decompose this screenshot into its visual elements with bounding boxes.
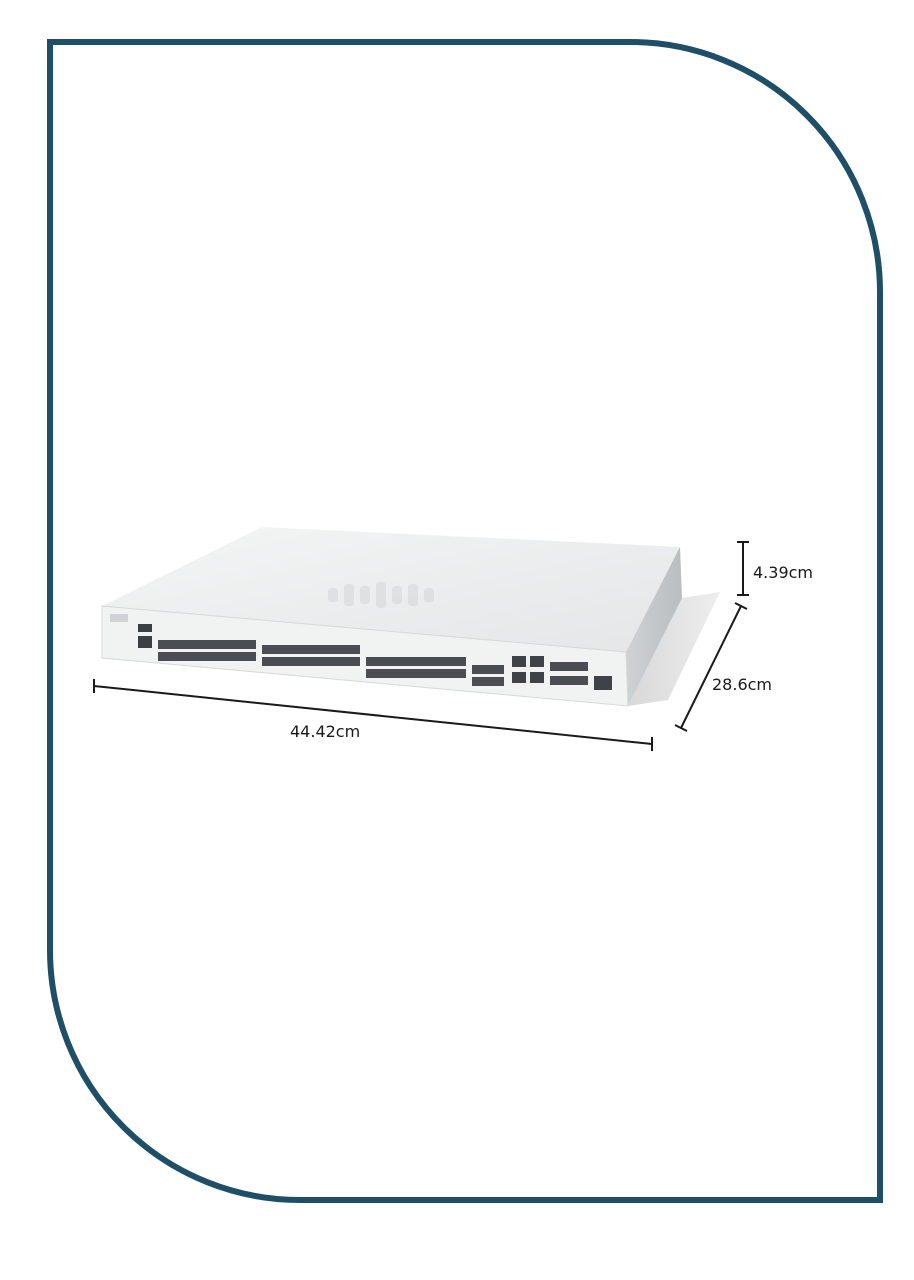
embossed-logo xyxy=(328,582,434,608)
status-led-area xyxy=(110,614,128,622)
depth-label: 28.6cm xyxy=(712,675,773,694)
depth-dimension-line xyxy=(674,602,748,732)
rounded-frame-border xyxy=(47,39,883,1203)
network-switch xyxy=(101,527,682,707)
switch-top-face xyxy=(102,527,680,652)
sfp-plus-uplink-ports xyxy=(550,662,588,685)
rj45-uplink-ports xyxy=(512,656,544,683)
sfp-ports xyxy=(158,640,504,686)
console-port xyxy=(138,636,152,648)
width-dimension-line xyxy=(93,679,653,751)
switch-side-face xyxy=(626,547,682,706)
usb-port xyxy=(138,624,152,632)
height-label: 4.39cm xyxy=(753,563,814,582)
width-label: 44.42cm xyxy=(290,722,361,741)
height-dimension-line xyxy=(737,541,749,596)
switch-shadow xyxy=(628,592,720,706)
management-port xyxy=(594,676,612,690)
